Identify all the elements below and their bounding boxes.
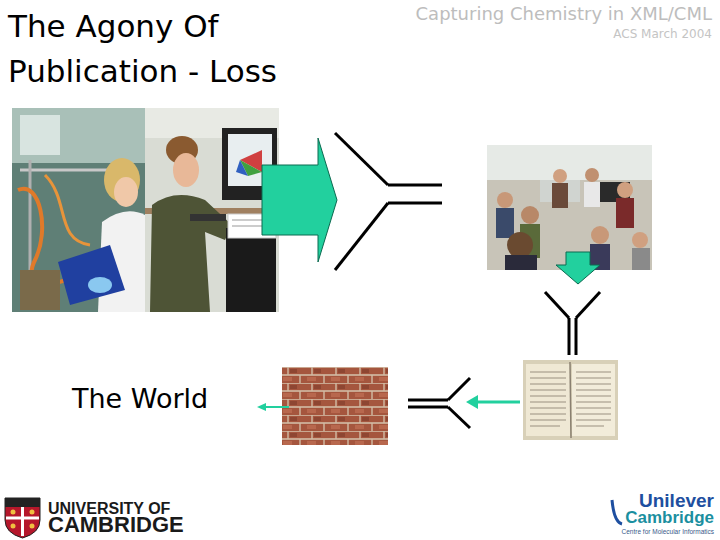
- logo-subtext: Centre for Molecular Informatics: [622, 528, 714, 535]
- unilever-mark: [612, 500, 622, 524]
- slide-title: The Agony Of Publication - Loss: [8, 4, 328, 94]
- brick-wall: [282, 367, 388, 445]
- flow-arrow: [262, 138, 337, 262]
- funnel-symbol: [545, 292, 600, 355]
- logo-text: Cambridge: [625, 508, 714, 528]
- header-text: Capturing Chemistry in XML/CML: [416, 4, 712, 25]
- flow-arrow: [466, 395, 520, 409]
- logo-text: CAMBRIDGE: [48, 512, 184, 537]
- flow-arrow: [556, 252, 600, 284]
- journal-photo: [523, 360, 618, 440]
- lab-photo: [12, 108, 145, 312]
- world-label: The World: [72, 383, 208, 414]
- funnel-symbol: [335, 133, 442, 270]
- flow-arrow: [257, 403, 289, 411]
- university-shield: [5, 498, 40, 538]
- meeting-photo: [487, 145, 652, 270]
- computer-photo: [145, 108, 279, 312]
- funnel-symbol: [408, 378, 470, 428]
- header-date: ACS March 2004: [613, 28, 712, 42]
